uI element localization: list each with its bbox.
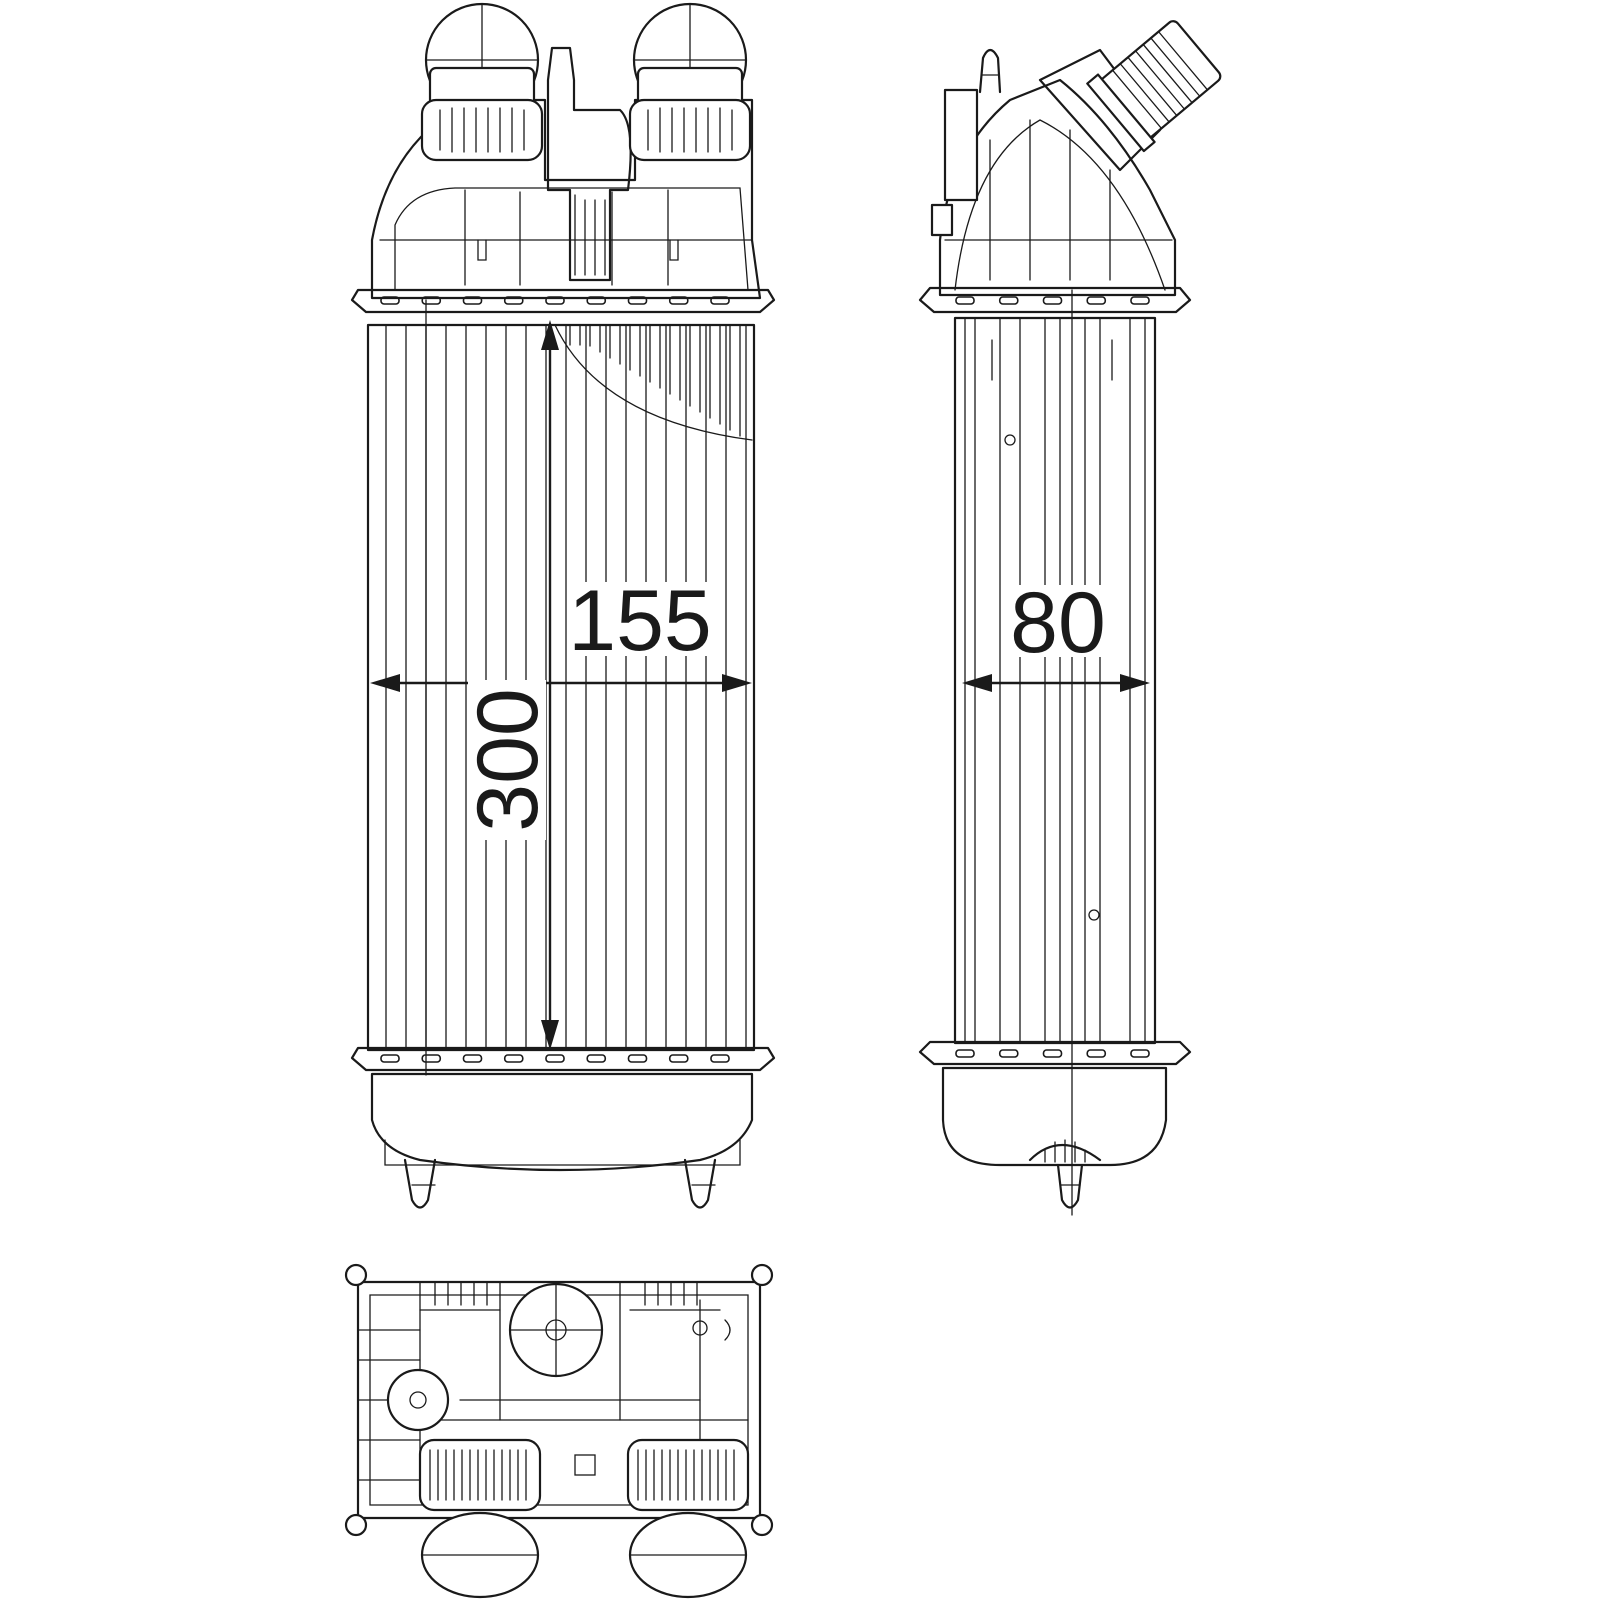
top-view-left-outlet	[418, 1438, 542, 1599]
front-view: 155 300	[350, 2, 776, 1209]
front-left-outlet	[420, 2, 544, 162]
header-slot	[545, 296, 565, 305]
side-top-header-plate	[918, 286, 1192, 314]
header-slot	[421, 296, 442, 305]
header-slot	[421, 1054, 442, 1063]
front-bottom-tank	[370, 1072, 754, 1209]
header-slot	[586, 1054, 607, 1063]
side-outlet-ribs	[1111, 30, 1209, 130]
side-view: 80	[918, 20, 1222, 1216]
header-slot	[380, 1054, 400, 1063]
front-top-tank	[370, 46, 762, 300]
header-slot	[998, 296, 1019, 305]
header-slot	[586, 296, 607, 305]
height-dimension: 300	[460, 320, 559, 1050]
depth-dimension: 80	[962, 575, 1150, 692]
top-view	[344, 1263, 774, 1599]
side-bottom-header-plate	[918, 1040, 1192, 1066]
header-slot	[503, 1054, 524, 1063]
side-core	[953, 289, 1157, 1216]
header-slot	[462, 1054, 483, 1063]
header-slot	[627, 1054, 648, 1063]
header-slot	[998, 1049, 1019, 1058]
header-slot	[668, 296, 689, 305]
side-bottom-tank	[941, 1066, 1168, 1209]
height-dimension-label: 300	[460, 688, 556, 832]
front-top-header-plate	[350, 288, 776, 314]
depth-dimension-label: 80	[1010, 575, 1106, 671]
top-view-details	[574, 1319, 731, 1476]
header-slot	[380, 296, 400, 305]
header-slot	[1042, 1049, 1063, 1058]
header-slot	[710, 1054, 730, 1063]
header-slot	[1086, 1049, 1107, 1058]
top-view-frame	[344, 1263, 774, 1537]
header-slot	[1042, 296, 1063, 305]
header-slot	[955, 296, 975, 305]
header-slot	[1130, 296, 1150, 305]
top-view-centre-fitting	[508, 1282, 604, 1378]
header-slot	[955, 1049, 975, 1058]
front-right-outlet	[628, 2, 752, 162]
top-view-side-fitting	[386, 1368, 450, 1432]
header-slot	[668, 1054, 689, 1063]
header-slot	[627, 296, 648, 305]
side-top-tank	[930, 20, 1222, 297]
header-slot	[545, 1054, 565, 1063]
width-dimension-label: 155	[568, 573, 712, 669]
header-slot	[462, 296, 483, 305]
width-dimension: 155	[370, 573, 752, 692]
header-slot	[710, 296, 730, 305]
top-view-right-outlet	[626, 1438, 750, 1599]
header-slot	[503, 296, 524, 305]
front-bottom-header-plate	[350, 1046, 776, 1072]
header-slot	[1086, 296, 1107, 305]
header-slot	[1130, 1049, 1150, 1058]
front-core	[366, 299, 756, 1076]
